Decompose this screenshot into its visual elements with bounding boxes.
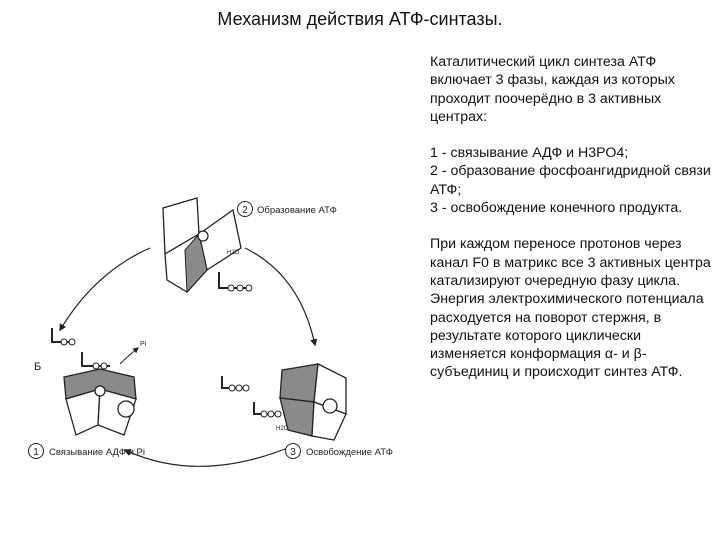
stage-3-number-circle: [285, 443, 301, 459]
stage-2-number-circle: [237, 201, 253, 217]
side-letter: Б: [34, 361, 41, 373]
cycle-arrow-bottom: [123, 444, 296, 467]
atp-released-right: H2O: [221, 376, 289, 432]
stage-2-label: Образование АТФ: [257, 205, 337, 216]
description-text: Каталитический цикл синтеза АТФ включает…: [430, 53, 714, 400]
stage-2-number: 2: [242, 205, 248, 216]
stage-1-complex: [63, 368, 137, 436]
pi-label: Pi: [140, 341, 147, 348]
phase-list: 1 - связывание АДФ и Н3РО4; 2 - образова…: [430, 144, 714, 217]
cycle-arrow-left: [59, 247, 151, 332]
phase-item-2: 2 - образование фосфоангидридной связи А…: [430, 163, 711, 198]
h2o-label-bottom: H2O: [276, 426, 289, 432]
adp-pi-left: Pi: [51, 328, 147, 370]
conclusion-paragraph: При каждом переносе протонов через канал…: [430, 236, 711, 381]
stage-3-complex: [279, 362, 347, 441]
stage-1-label: Связывание АДФ и Pi: [49, 447, 145, 458]
intro-paragraph: Каталитический цикл синтеза АТФ включает…: [430, 54, 675, 125]
stage-3-label: Освобождение АТФ: [306, 447, 393, 458]
page-title: Механизм действия АТФ-синтазы.: [217, 9, 503, 29]
stage-3-number: 3: [290, 447, 296, 458]
cycle-arrow-right: [244, 247, 318, 347]
stage-2-complex: H2O: [162, 197, 253, 294]
phase-item-1: 1 - связывание АДФ и Н3РО4;: [430, 145, 629, 162]
h2o-label-top: H2O: [227, 250, 240, 256]
stage-1-number: 1: [33, 447, 39, 458]
atp-synthase-cycle-diagram: H2O 2 Образование АТФ Pi Б 1 Связывание …: [28, 197, 393, 467]
phase-item-3: 3 - освобождение конечного продукта.: [430, 200, 683, 217]
stage-1-number-circle: [28, 443, 44, 459]
